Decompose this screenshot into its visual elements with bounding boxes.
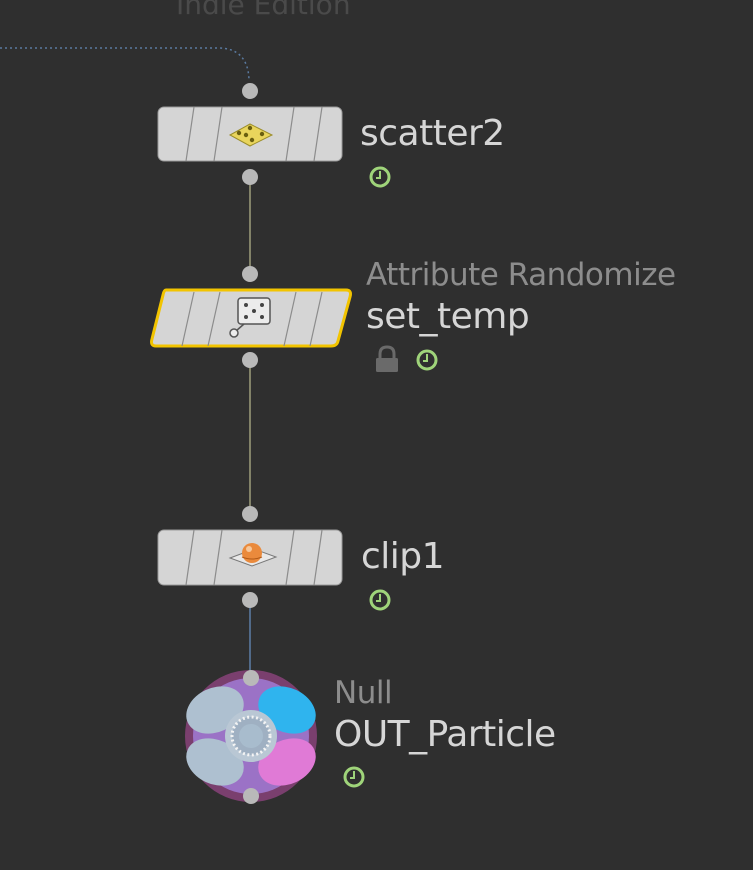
node-type-set_temp: Attribute Randomize xyxy=(366,257,676,293)
node-set_temp[interactable] xyxy=(150,266,438,372)
null-node-icon[interactable] xyxy=(179,670,324,802)
node-name-clip1[interactable]: clip1 xyxy=(361,536,445,577)
time-dependent-icon xyxy=(416,349,438,371)
node-name-scatter2[interactable]: scatter2 xyxy=(360,113,505,154)
node-scatter2[interactable] xyxy=(157,83,391,188)
lock-icon xyxy=(376,345,398,372)
node-OUT_Particle[interactable] xyxy=(179,670,365,804)
clip-sphere-icon xyxy=(228,543,278,567)
incoming-wire xyxy=(0,47,250,81)
output-connector[interactable] xyxy=(242,592,258,608)
time-dependent-icon xyxy=(369,589,391,611)
scatter-points-icon xyxy=(228,123,274,147)
output-connector[interactable] xyxy=(243,788,259,804)
node-name-OUT_Particle[interactable]: OUT_Particle xyxy=(334,714,556,755)
node-type-OUT_Particle: Null xyxy=(334,675,393,711)
time-dependent-icon xyxy=(369,166,391,188)
input-connector[interactable] xyxy=(242,83,258,99)
input-connector[interactable] xyxy=(242,506,258,522)
time-dependent-icon xyxy=(343,766,365,788)
node-name-set_temp[interactable]: set_temp xyxy=(366,296,530,337)
node-clip1[interactable] xyxy=(157,506,391,611)
output-connector[interactable] xyxy=(242,169,258,185)
edition-watermark: Indie Edition xyxy=(176,0,351,21)
dice-randomize-icon xyxy=(229,297,271,338)
input-connector[interactable] xyxy=(243,670,259,686)
input-connector[interactable] xyxy=(242,266,258,282)
output-connector[interactable] xyxy=(242,352,258,368)
